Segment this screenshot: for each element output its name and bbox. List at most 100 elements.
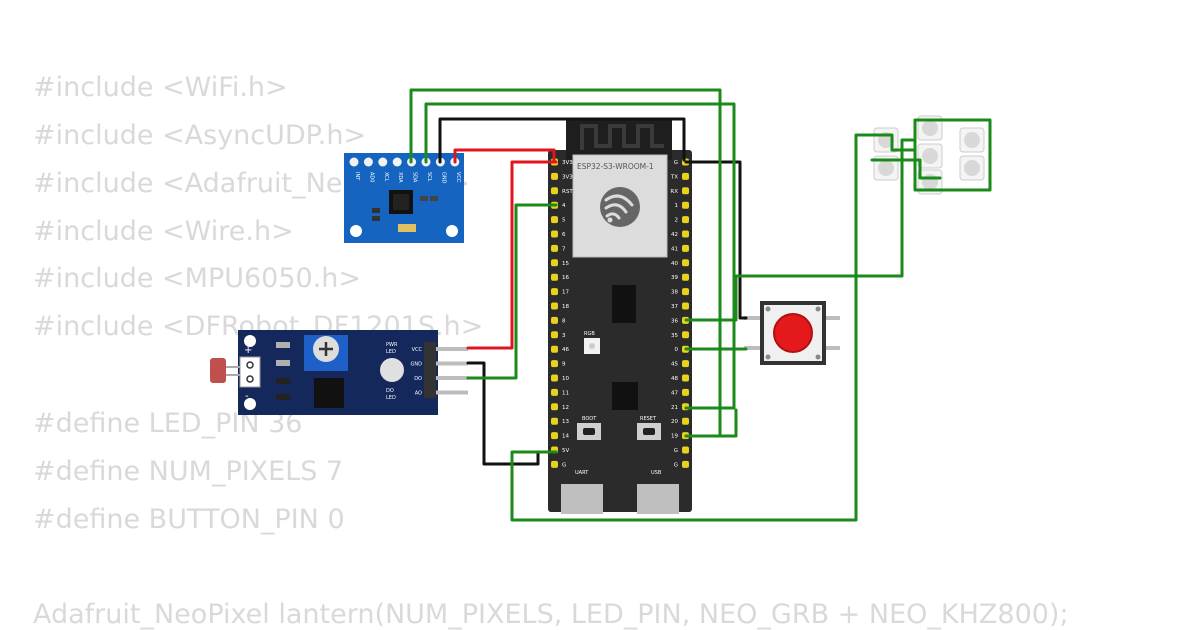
ldr-pin-label: AO [415,391,422,397]
boot-label: BOOT [582,416,597,422]
esp32-pin[interactable] [682,360,689,368]
mount-hole-icon [244,398,256,410]
ldr-pin[interactable] [436,390,468,395]
esp32-pin[interactable] [682,187,689,195]
antenna-trace-icon [580,124,664,150]
esp32-pin[interactable] [682,288,689,296]
ldr-pin-header[interactable] [424,342,436,398]
esp32-pin-label: RX [670,189,678,195]
esp32-pin[interactable] [551,187,558,195]
ldr-pin[interactable] [436,347,468,351]
esp32-pin[interactable] [682,244,689,252]
uart-port[interactable] [561,484,603,514]
neopixel-led[interactable] [959,155,985,181]
mpu6050-pin-label: INT [354,172,360,181]
esp32-pin-label: 41 [671,246,678,252]
esp32-pin[interactable] [551,388,558,396]
esp32-pin[interactable] [682,216,689,224]
esp32-pin[interactable] [551,345,558,353]
smd-resistor [372,208,380,213]
esp32-pin-label: 12 [562,405,569,411]
esp32-pin[interactable] [682,460,689,468]
esp32-pin[interactable] [551,288,558,296]
esp32-pin-label: 3V3 [562,160,573,166]
esp32-pin[interactable] [551,460,558,468]
esp32-pin-label: G [674,462,678,468]
mount-hole-icon [446,225,458,237]
esp32-pin[interactable] [682,388,689,396]
esp32-pin-label: 48 [671,376,678,382]
esp32-s3-board[interactable]: ESP32-S3-WROOM-1 RGB BOOT RESET UART USB… [548,118,692,514]
esp32-pin[interactable] [551,273,558,281]
esp32-pin[interactable] [682,230,689,238]
mpu6050-pin[interactable] [349,157,359,167]
esp32-pin-label: 47 [671,390,678,396]
code-line-neopixel-constructor: Adafruit_NeoPixel lantern(NUM_PIXELS, LE… [33,599,1069,630]
neopixel-led[interactable] [917,143,943,169]
neopixel-led-lens [922,174,938,190]
esp32-pin[interactable] [551,374,558,382]
esp32-pin[interactable] [682,172,689,180]
esp32-pin[interactable] [682,374,689,382]
button-leg [824,346,840,350]
esp32-pin[interactable] [551,244,558,252]
smd-resistor [276,360,290,366]
esp32-pin[interactable] [682,331,689,339]
esp32-pin[interactable] [682,302,689,310]
neopixel-led-lens [964,160,980,176]
mpu6050-pin[interactable] [392,157,402,167]
mount-hole-icon [350,225,362,237]
esp32-pin[interactable] [551,230,558,238]
esp32-pin[interactable] [682,417,689,425]
esp32-pin[interactable] [682,273,689,281]
neopixel-led[interactable] [917,115,943,141]
ldr-pin[interactable] [436,376,468,380]
mpu6050-pin[interactable] [378,157,388,167]
esp32-pin[interactable] [551,417,558,425]
esp32-pin-label: 11 [562,390,569,396]
button-cap[interactable] [773,313,813,353]
ldr-pin-label: DO [414,376,422,382]
mpu6050-pin[interactable] [363,157,373,167]
ldr-pin[interactable] [436,361,468,366]
esp32-pin[interactable] [551,432,558,440]
esp32-pin-label: 18 [562,304,569,310]
neopixel-led-lens [922,148,938,164]
pushbutton[interactable] [744,301,840,365]
esp32-pin-label: 1 [675,203,679,209]
smd-resistor [276,342,290,348]
esp32-pin[interactable] [551,403,558,411]
photoresistor [210,358,226,383]
regulator-chip [612,382,638,410]
esp32-pin[interactable] [682,201,689,209]
usb-port[interactable] [637,484,679,514]
esp32-pin-label: 16 [562,275,569,281]
esp32-pin[interactable] [551,331,558,339]
esp32-pin[interactable] [551,259,558,267]
comparator-chip [314,378,344,408]
esp32-pin[interactable] [551,302,558,310]
neopixel-ring[interactable] [873,115,985,195]
esp32-pin[interactable] [682,446,689,454]
pwr-led-label-2: LED [386,349,396,355]
esp32-pin[interactable] [551,360,558,368]
esp32-pin-label: 20 [671,419,678,425]
neopixel-led[interactable] [873,127,899,153]
esp32-pin[interactable] [551,172,558,180]
wire-mpu-scl [424,102,736,410]
esp32-pin[interactable] [551,316,558,324]
esp32-pin-label: 8 [562,318,566,324]
esp32-pin[interactable] [551,216,558,224]
neopixel-led[interactable] [959,127,985,153]
wire-mpu-vcc-3v3 [453,148,556,164]
smd-resistor [372,216,380,221]
esp32-pin-label: 5V [562,448,569,454]
neopixel-led[interactable] [873,155,899,181]
esp32-pin[interactable] [682,259,689,267]
esp32-pin-label: G [674,448,678,454]
